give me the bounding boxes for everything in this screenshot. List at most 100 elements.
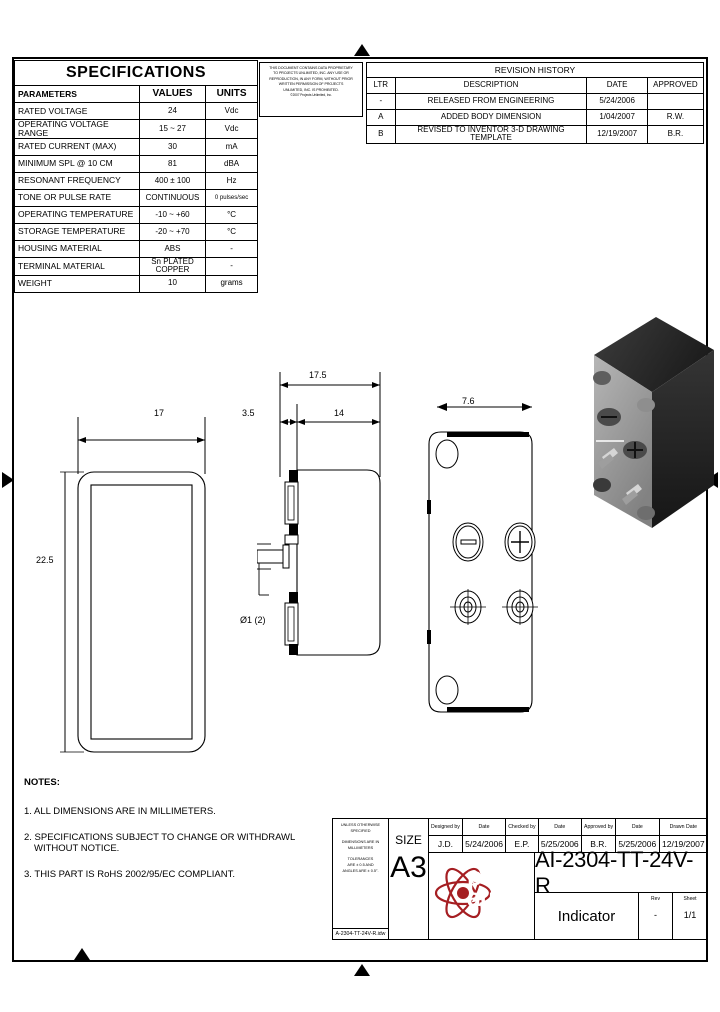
- spec-row: STORAGE TEMPERATURE-20 ~ +70°C: [14, 222, 258, 241]
- spec-unit: -: [205, 256, 258, 276]
- note-item-2-line-1: 2. SPECIFICATIONS SUBJECT TO CHANGE OR W…: [24, 831, 296, 843]
- sheet-value: 1/1: [683, 910, 697, 920]
- spec-unit: °C: [205, 205, 258, 224]
- logo-line-audio: audio: [467, 883, 530, 912]
- dimension-depth: 7.6: [460, 396, 477, 406]
- registration-mark-left: [2, 472, 14, 488]
- spec-unit: 0 pulses/sec: [205, 188, 258, 207]
- spec-value: 30: [138, 137, 207, 156]
- proprietary-line-2: TO PROJECTS UNLIMITED, INC. ANY USE OR: [273, 71, 349, 76]
- spec-parameter: RATED VOLTAGE: [14, 102, 140, 120]
- spec-unit: Hz: [205, 171, 258, 190]
- revision-ltr: -: [366, 93, 396, 110]
- dimension-front-width: 17: [152, 408, 167, 418]
- spec-parameter: HOUSING MATERIAL: [14, 239, 140, 258]
- spec-parameter: MINIMUM SPL @ 10 CM: [14, 154, 140, 173]
- revision-label: Rev: [651, 896, 660, 902]
- spec-value: CONTINUOUS: [138, 188, 207, 207]
- approval-value-4: B.R.: [581, 835, 617, 852]
- notes-block: NOTES: 1. ALL DIMENSIONS ARE IN MILLIMET…: [24, 777, 324, 896]
- spec-unit: mA: [205, 137, 258, 156]
- approval-value-6: 12/19/2007: [662, 839, 705, 849]
- logo-line-pui: pui: [467, 863, 502, 891]
- sheet-size-value: A3: [390, 851, 427, 884]
- tolerance-line-1: UNLESS OTHERWISE: [340, 823, 381, 827]
- spec-header-2: UNITS: [205, 85, 258, 103]
- logo-inc: inc: [526, 896, 533, 902]
- pui-audio-logo: pui audio inc a projects unlimited compa…: [429, 853, 535, 939]
- spec-parameter: TERMINAL MATERIAL: [14, 256, 140, 276]
- spec-unit: °C: [205, 222, 258, 241]
- revision-header-0: LTR: [366, 77, 396, 94]
- tolerance-line-7: ANGLES ARE ± 0.5°.: [342, 869, 379, 874]
- logo-tagline: a projects unlimited company: [469, 919, 516, 923]
- note-item-1: 1. ALL DIMENSIONS ARE IN MILLIMETERS.: [24, 805, 216, 817]
- sheet-label: Sheet: [683, 896, 697, 902]
- spec-value: 10: [138, 274, 207, 293]
- revision-header-1: DESCRIPTION: [394, 77, 588, 94]
- approval-header-4: Approved by: [581, 819, 617, 836]
- revision-date: 12/19/2007: [586, 125, 648, 144]
- proprietary-line-1: THIS DOCUMENT CONTAINS DATA PROPRIETARY: [269, 66, 353, 70]
- revision-description: REVISED TO INVENTOR 3-D DRAWING TEMPLATE: [394, 125, 588, 144]
- part-number: AI-2304-TT-24V-R: [535, 847, 707, 898]
- title-block: UNLESS OTHERWISE SPECIFIED DIMENSIONS AR…: [332, 818, 708, 940]
- tolerance-line-6: ARE ± 0.5 AND: [347, 863, 374, 868]
- spec-unit: -: [205, 239, 258, 258]
- approval-header-1: Date: [462, 819, 507, 836]
- sheet-size-label: SIZE: [395, 833, 422, 847]
- revision-ltr: A: [366, 109, 396, 126]
- registration-mark-title: [74, 948, 90, 960]
- spec-parameter: OPERATING VOLTAGE RANGE: [14, 119, 140, 139]
- spec-parameter: TONE OR PULSE RATE: [14, 188, 140, 207]
- spec-value: 400 ± 100: [138, 171, 207, 190]
- revision-approved: [646, 93, 705, 110]
- side-view: [257, 372, 381, 656]
- approval-header-6: Drawn Date: [659, 819, 707, 836]
- spec-value: 81: [138, 154, 207, 173]
- note-item-3: 3. THIS PART IS RoHS 2002/95/EC COMPLIAN…: [24, 868, 236, 880]
- tolerance-line-4: MILLIMETERS: [347, 846, 374, 851]
- sheet-border: [12, 57, 708, 962]
- registration-mark-top: [354, 44, 370, 56]
- spec-value: -20 ~ +70: [138, 222, 207, 241]
- spec-header-1: VALUES: [138, 85, 207, 103]
- spec-unit: Vdc: [205, 102, 258, 120]
- approval-header-5: Date: [615, 819, 660, 836]
- tolerance-text: UNLESS OTHERWISE SPECIFIED DIMENSIONS AR…: [333, 819, 388, 928]
- revision-date: 1/04/2007: [586, 109, 648, 126]
- note-item-2: 2. SPECIFICATIONS SUBJECT TO CHANGE OR W…: [24, 831, 324, 855]
- part-description: Indicator: [535, 893, 639, 939]
- atom-logo-icon: [434, 867, 492, 919]
- approval-header-3: Date: [538, 819, 582, 836]
- approval-value-1: 5/24/2006: [462, 835, 507, 852]
- front-view: [60, 417, 206, 753]
- spec-value: 24: [138, 102, 207, 120]
- spec-parameter: OPERATING TEMPERATURE: [14, 205, 140, 224]
- logo-text: pui audio: [467, 863, 530, 912]
- revision-header-3: APPROVED: [646, 77, 705, 94]
- terminal-view: [427, 403, 538, 713]
- specifications-title: SPECIFICATIONS: [14, 60, 258, 85]
- spec-unit: dBA: [205, 154, 258, 173]
- revision-ltr: B: [366, 125, 396, 144]
- proprietary-copyright: ©2007 Projects Unlimited, Inc.: [290, 92, 332, 97]
- proprietary-line-5: UNLIMITED, INC. IS PROHIBITED.: [283, 87, 339, 92]
- spec-parameter: RATED CURRENT (MAX): [14, 137, 140, 156]
